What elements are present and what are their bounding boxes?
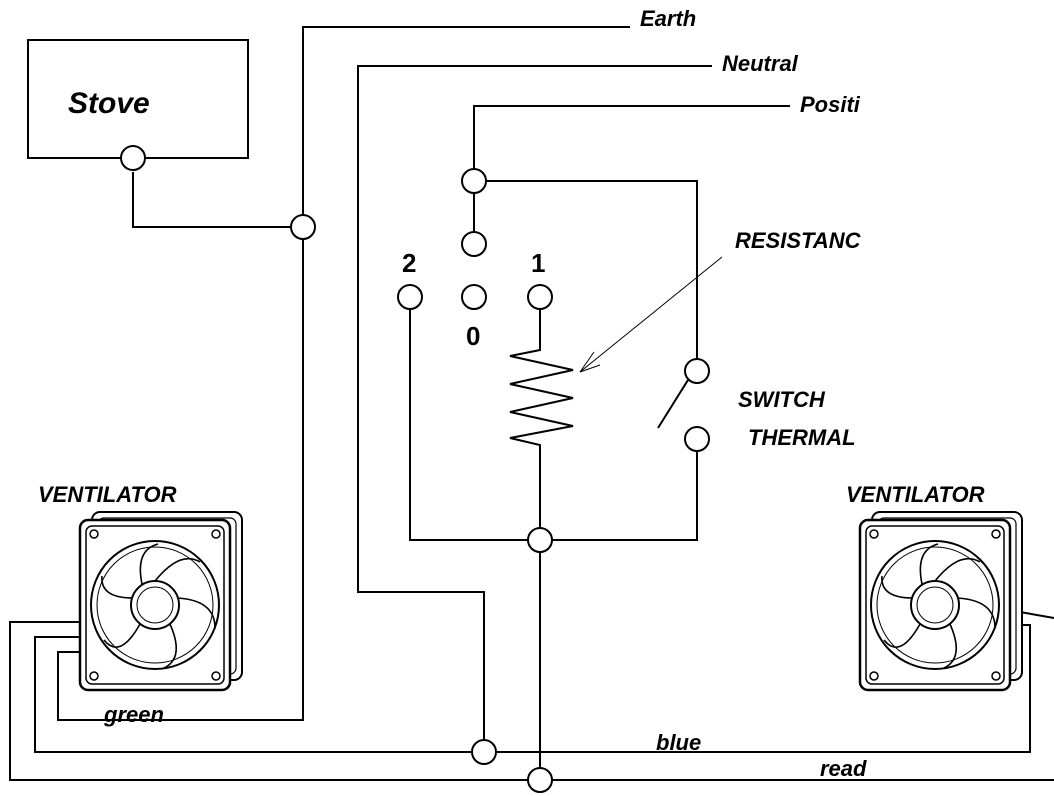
blue-wire bbox=[34, 636, 472, 753]
fan-icon bbox=[858, 510, 1024, 692]
neutral-label: Neutral bbox=[722, 51, 799, 76]
positive-label: Positi bbox=[800, 92, 861, 117]
red-wire-label: read bbox=[820, 756, 867, 781]
terminal-2[interactable] bbox=[397, 284, 423, 310]
resistor-wire bbox=[509, 309, 574, 528]
stove-earth-wire bbox=[132, 172, 292, 228]
earth-label: Earth bbox=[640, 6, 696, 31]
thermal-label: THERMAL bbox=[748, 425, 856, 450]
common-junction bbox=[527, 527, 553, 553]
position2-wire bbox=[409, 309, 528, 541]
green-wire-label: green bbox=[103, 702, 164, 727]
thermal-switch-icon bbox=[657, 379, 689, 429]
red-junction bbox=[527, 767, 553, 793]
position-1-label: 1 bbox=[531, 248, 545, 278]
blue-junction bbox=[471, 739, 497, 765]
resistance-label: RESISTANC bbox=[735, 228, 862, 253]
ventilator-left-label: VENTILATOR bbox=[38, 482, 177, 507]
position-0-label: 0 bbox=[466, 321, 480, 351]
red-wire bbox=[9, 621, 528, 781]
blue-wire-label: blue bbox=[656, 730, 701, 755]
terminal-0[interactable] bbox=[461, 284, 487, 310]
switch-bottom-terminal bbox=[684, 426, 710, 452]
red-wire-right-fan bbox=[1019, 611, 1054, 619]
stove-label: Stove bbox=[68, 87, 150, 120]
selector-common-terminal bbox=[461, 231, 487, 257]
positive-junction bbox=[461, 168, 487, 194]
switch-feed-wire bbox=[486, 180, 698, 360]
switch-return-wire bbox=[552, 450, 698, 541]
switch-label: SWITCH bbox=[738, 387, 826, 412]
ventilator-right-label: VENTILATOR bbox=[846, 482, 985, 507]
stove-box bbox=[27, 39, 249, 159]
earth-junction bbox=[290, 214, 316, 240]
positive-wire bbox=[473, 105, 790, 170]
earth-wire bbox=[57, 26, 630, 721]
fan-icon bbox=[78, 510, 244, 692]
neutral-wire bbox=[357, 65, 712, 740]
switch-top-terminal bbox=[684, 358, 710, 384]
resistance-pointer bbox=[579, 256, 723, 373]
terminal-1[interactable] bbox=[527, 284, 553, 310]
stove-terminal bbox=[120, 145, 146, 171]
position-2-label: 2 bbox=[402, 248, 416, 278]
